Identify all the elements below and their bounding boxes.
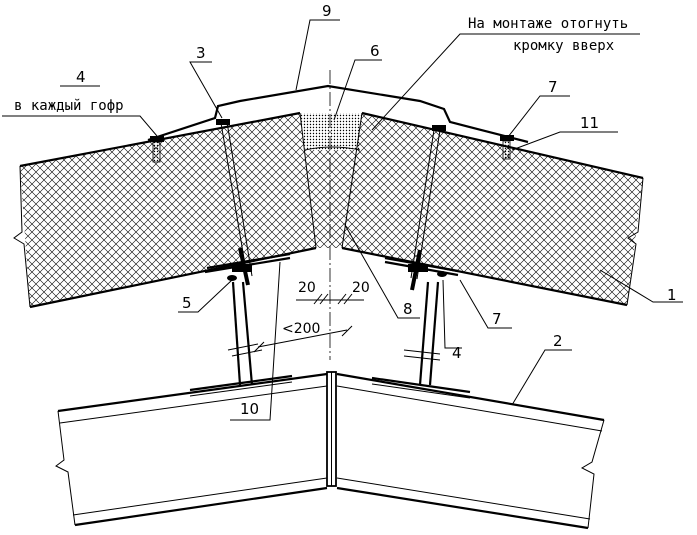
callout-4-note: в каждый гофр	[14, 98, 124, 114]
rivet-right-top	[500, 135, 514, 160]
left-rafter-beam	[55, 372, 328, 527]
left-sandwich-panel	[13, 111, 317, 309]
callout-2-label: 2	[553, 332, 563, 350]
callout-10-label: 10	[240, 400, 259, 418]
dimension-offset-200: <200	[253, 321, 353, 353]
purlin-right	[371, 256, 471, 399]
callout-4b-label: 4	[452, 344, 462, 362]
callout-3-label: 3	[196, 44, 206, 62]
callout-7b-label: 7	[492, 310, 502, 328]
dimension-gap-right-label: 20	[352, 280, 370, 296]
right-sandwich-panel	[341, 111, 644, 307]
purlin-left	[189, 252, 293, 397]
leader-lines	[2, 19, 683, 421]
callout-1-label: 1	[667, 286, 677, 304]
callout-4-label: 4	[76, 68, 86, 86]
callout-9-label: 9	[322, 2, 332, 20]
rivet-left-top	[150, 136, 164, 163]
dimension-offset-label: <200	[282, 321, 320, 337]
ridge-connection-plate	[326, 371, 337, 487]
dimension-gap-left-label: 20	[298, 280, 316, 296]
callout-5-label: 5	[182, 294, 192, 312]
ridge-insulation-wedge	[299, 112, 363, 249]
ridge-flashing	[147, 84, 529, 144]
callout-6-label: 6	[370, 42, 380, 60]
right-rafter-beam	[336, 372, 605, 530]
callout-9-note-line1: На монтаже отогнуть	[468, 16, 628, 32]
callout-8-label: 8	[403, 300, 413, 318]
callout-9-note-line2: кромку вверх	[513, 38, 614, 54]
callout-7a-label: 7	[548, 78, 558, 96]
dimension-gap-20: 20 20	[296, 280, 370, 305]
callout-11-label: 11	[580, 114, 599, 132]
